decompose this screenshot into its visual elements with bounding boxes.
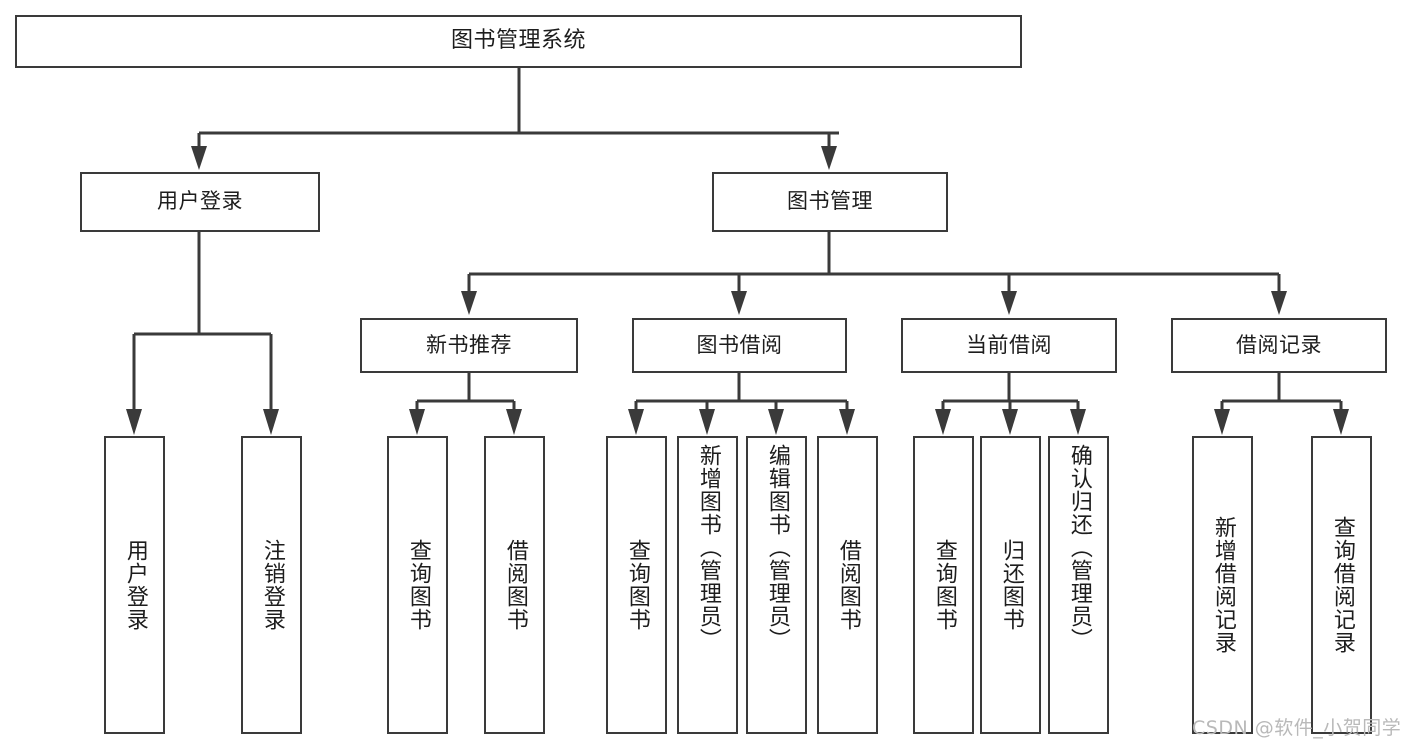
node-book-management[interactable]: 图书管理 (712, 172, 948, 232)
arrow-current-leaf3 (1070, 409, 1086, 435)
leaf-current-confirm-return-admin[interactable]: 确认归还（管理员） (1048, 436, 1109, 734)
leaf-label: 查询图书 (624, 539, 650, 631)
node-user-login[interactable]: 用户登录 (80, 172, 320, 232)
node-book-borrow[interactable]: 图书借阅 (632, 318, 847, 373)
leaf-label: 查询图书 (405, 539, 431, 631)
leaf-label: 新增图书（管理员） (695, 444, 721, 651)
node-book-borrow-label: 图书借阅 (696, 332, 783, 357)
leaf-label: 查询图书 (931, 539, 957, 631)
leaf-borrow-add-book-admin[interactable]: 新增图书（管理员） (677, 436, 738, 734)
arrow-current-leaf1 (935, 409, 951, 435)
arrow-userlogin-leaf2 (263, 409, 279, 435)
node-root-label: 图书管理系统 (450, 28, 586, 54)
node-user-login-label: 用户登录 (157, 189, 243, 214)
arrow-current-leaf2 (1002, 409, 1018, 435)
arrow-newbook-leaf1 (409, 409, 425, 435)
leaf-current-query-book[interactable]: 查询图书 (913, 436, 974, 734)
leaf-newbook-borrow-book[interactable]: 借阅图书 (484, 436, 545, 734)
arrow-to-current (1001, 291, 1017, 315)
node-current-borrow[interactable]: 当前借阅 (901, 318, 1117, 373)
leaf-user-login-logout[interactable]: 注销登录 (241, 436, 302, 734)
leaf-borrow-edit-book-admin[interactable]: 编辑图书（管理员） (746, 436, 807, 734)
leaf-label: 编辑图书（管理员） (764, 444, 790, 651)
leaf-label: 用户登录 (122, 539, 148, 631)
leaf-record-query-record[interactable]: 查询借阅记录 (1311, 436, 1372, 734)
leaf-current-return-book[interactable]: 归还图书 (980, 436, 1041, 734)
arrow-newbook-leaf2 (506, 409, 522, 435)
arrow-to-user-login (191, 146, 207, 170)
leaf-borrow-borrow-book[interactable]: 借阅图书 (817, 436, 878, 734)
node-borrow-record[interactable]: 借阅记录 (1171, 318, 1387, 373)
node-new-book-recommend-label: 新书推荐 (426, 332, 512, 357)
leaf-label: 借阅图书 (502, 539, 528, 631)
node-book-management-label: 图书管理 (787, 189, 873, 214)
leaf-label: 借阅图书 (835, 539, 861, 631)
arrow-borrow-leaf1 (628, 409, 644, 435)
arrow-borrow-leaf3 (768, 409, 784, 435)
arrow-to-record (1271, 291, 1287, 315)
arrow-record-leaf2 (1333, 409, 1349, 435)
arrow-borrow-leaf2 (699, 409, 715, 435)
arrow-borrow-leaf4 (839, 409, 855, 435)
arrow-to-newbook (461, 291, 477, 315)
leaf-label: 新增借阅记录 (1210, 516, 1236, 654)
node-root[interactable]: 图书管理系统 (15, 15, 1022, 68)
arrow-userlogin-leaf1 (126, 409, 142, 435)
arrow-to-borrow (731, 291, 747, 315)
leaf-label: 查询借阅记录 (1329, 516, 1355, 654)
leaf-user-login-login[interactable]: 用户登录 (104, 436, 165, 734)
leaf-record-add-record[interactable]: 新增借阅记录 (1192, 436, 1253, 734)
leaf-label: 确认归还（管理员） (1066, 444, 1092, 651)
arrow-to-book-mgmt (821, 146, 837, 170)
leaf-label: 归还图书 (998, 539, 1024, 631)
node-borrow-record-label: 借阅记录 (1236, 332, 1322, 357)
leaf-label: 注销登录 (259, 539, 285, 631)
arrow-record-leaf1 (1214, 409, 1230, 435)
csdn-watermark: CSDN @软件_小贺同学 (1192, 717, 1402, 739)
leaf-borrow-query-book[interactable]: 查询图书 (606, 436, 667, 734)
leaf-newbook-query-book[interactable]: 查询图书 (387, 436, 448, 734)
node-new-book-recommend[interactable]: 新书推荐 (360, 318, 578, 373)
node-current-borrow-label: 当前借阅 (966, 332, 1052, 357)
